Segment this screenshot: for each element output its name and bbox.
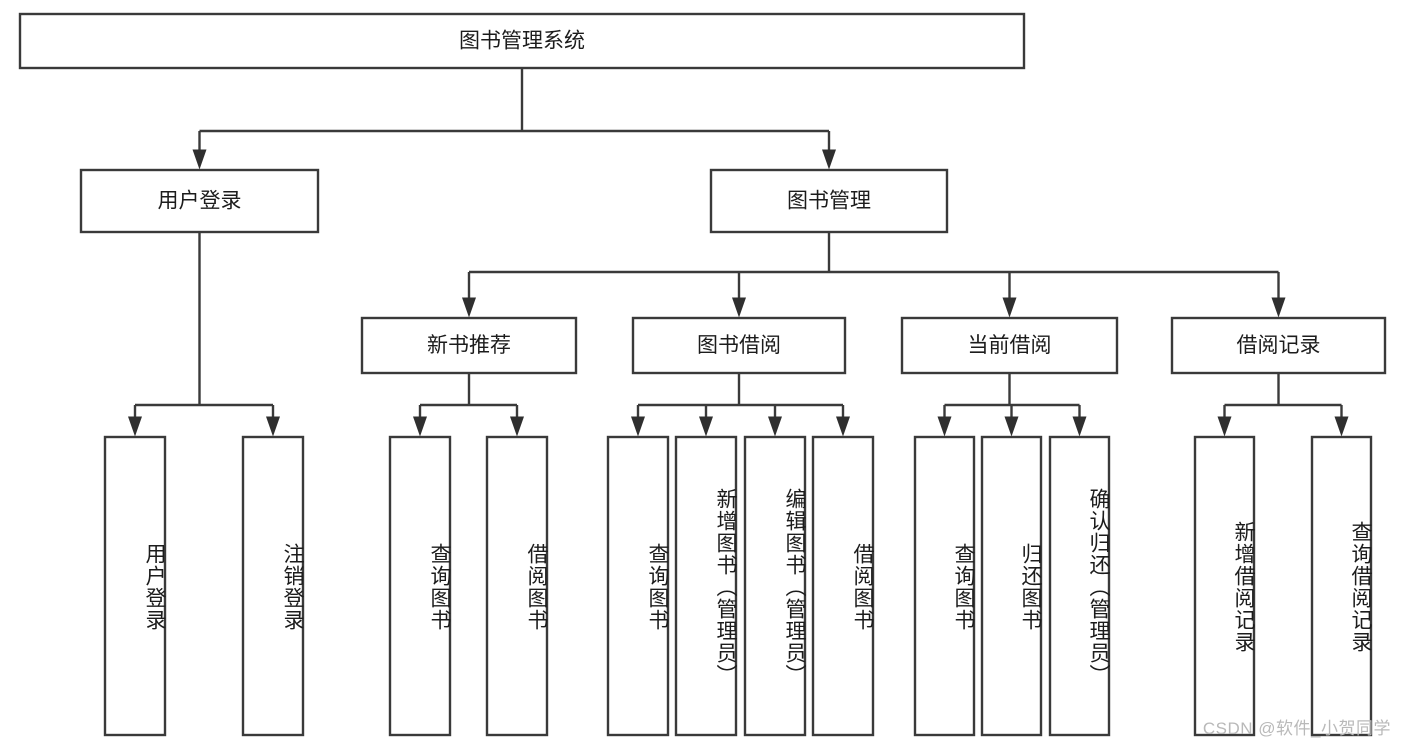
- node-borrow-record[interactable]: 借阅记录: [1170, 316, 1387, 375]
- node-leaf-edit-book-box[interactable]: [743, 435, 807, 737]
- node-borrow-record-box[interactable]: [1170, 316, 1387, 375]
- node-leaf-query-book-2-box[interactable]: [606, 435, 670, 737]
- node-leaf-query-book-3[interactable]: [913, 435, 976, 737]
- node-leaf-borrow-book-2[interactable]: [811, 435, 875, 737]
- new-book-recommend-arrowhead-1: [510, 416, 524, 437]
- node-current-borrow-box[interactable]: [900, 316, 1119, 375]
- node-leaf-query-book-3-box[interactable]: [913, 435, 976, 737]
- node-leaf-user-login-box[interactable]: [103, 435, 167, 737]
- node-leaf-query-record-box[interactable]: [1310, 435, 1373, 737]
- node-leaf-add-book[interactable]: [674, 435, 738, 737]
- node-borrow-record-label: 借阅记录: [1237, 334, 1321, 357]
- node-leaf-user-login[interactable]: [103, 435, 167, 737]
- node-leaf-add-book-box[interactable]: [674, 435, 738, 737]
- book-borrow-arrowhead-3: [836, 416, 850, 437]
- node-user-login-box[interactable]: [79, 168, 320, 234]
- root-arrowhead-0: [192, 149, 207, 170]
- new-book-recommend-arrowhead-0: [413, 416, 427, 437]
- user-login-arrowhead-0: [128, 416, 142, 437]
- node-leaf-add-record-box[interactable]: [1193, 435, 1256, 737]
- connector-layer: [128, 68, 1349, 437]
- node-leaf-query-book-1[interactable]: [388, 435, 452, 737]
- node-leaf-logout[interactable]: [241, 435, 305, 737]
- book-borrow-arrowhead-1: [699, 416, 713, 437]
- current-borrow-arrowhead-1: [1004, 416, 1019, 437]
- book-management-arrowhead-1: [732, 297, 746, 318]
- node-root-box[interactable]: [18, 12, 1026, 70]
- node-book-management-label: 图书管理: [787, 190, 871, 213]
- book-management-arrowhead-3: [1271, 297, 1286, 318]
- node-book-borrow-box[interactable]: [631, 316, 847, 375]
- node-leaf-return-book[interactable]: [980, 435, 1043, 737]
- csdn-watermark: CSDN @软件_小贺同学: [1202, 719, 1391, 738]
- book-borrow-arrowhead-0: [631, 416, 645, 437]
- root-arrowhead-1: [822, 149, 836, 170]
- book-borrow-arrowhead-2: [768, 416, 782, 437]
- node-user-login-label: 用户登录: [158, 190, 242, 213]
- node-leaf-confirm-return[interactable]: [1048, 435, 1111, 737]
- node-leaf-query-book-2[interactable]: [606, 435, 670, 737]
- user-login-arrowhead-1: [266, 416, 280, 437]
- node-leaf-edit-book[interactable]: [743, 435, 807, 737]
- node-root-label: 图书管理系统: [459, 30, 585, 53]
- node-book-borrow[interactable]: 图书借阅: [631, 316, 847, 375]
- node-new-book-recommend[interactable]: 新书推荐: [360, 316, 578, 375]
- node-user-login[interactable]: 用户登录: [79, 168, 320, 234]
- node-leaf-borrow-book-2-box[interactable]: [811, 435, 875, 737]
- borrow-record-arrowhead-1: [1334, 416, 1349, 437]
- current-borrow-arrowhead-0: [937, 416, 952, 437]
- book-management-arrowhead-2: [1002, 297, 1017, 318]
- node-leaf-confirm-return-box[interactable]: [1048, 435, 1111, 737]
- node-new-book-recommend-label: 新书推荐: [427, 334, 511, 357]
- node-new-book-recommend-box[interactable]: [360, 316, 578, 375]
- node-current-borrow-label: 当前借阅: [968, 334, 1052, 357]
- current-borrow-arrowhead-2: [1072, 416, 1087, 437]
- node-book-management[interactable]: 图书管理: [709, 168, 949, 234]
- book-management-arrowhead-0: [462, 297, 476, 318]
- node-root[interactable]: 图书管理系统: [18, 12, 1026, 70]
- node-leaf-query-record[interactable]: [1310, 435, 1373, 737]
- node-leaf-add-record[interactable]: [1193, 435, 1256, 737]
- node-book-borrow-label: 图书借阅: [697, 334, 781, 357]
- node-leaf-query-book-1-box[interactable]: [388, 435, 452, 737]
- node-leaf-logout-box[interactable]: [241, 435, 305, 737]
- node-book-management-box[interactable]: [709, 168, 949, 234]
- node-leaf-return-book-box[interactable]: [980, 435, 1043, 737]
- node-leaf-borrow-book-1-box[interactable]: [485, 435, 549, 737]
- borrow-record-arrowhead-0: [1217, 416, 1232, 437]
- node-current-borrow[interactable]: 当前借阅: [900, 316, 1119, 375]
- node-leaf-borrow-book-1[interactable]: [485, 435, 549, 737]
